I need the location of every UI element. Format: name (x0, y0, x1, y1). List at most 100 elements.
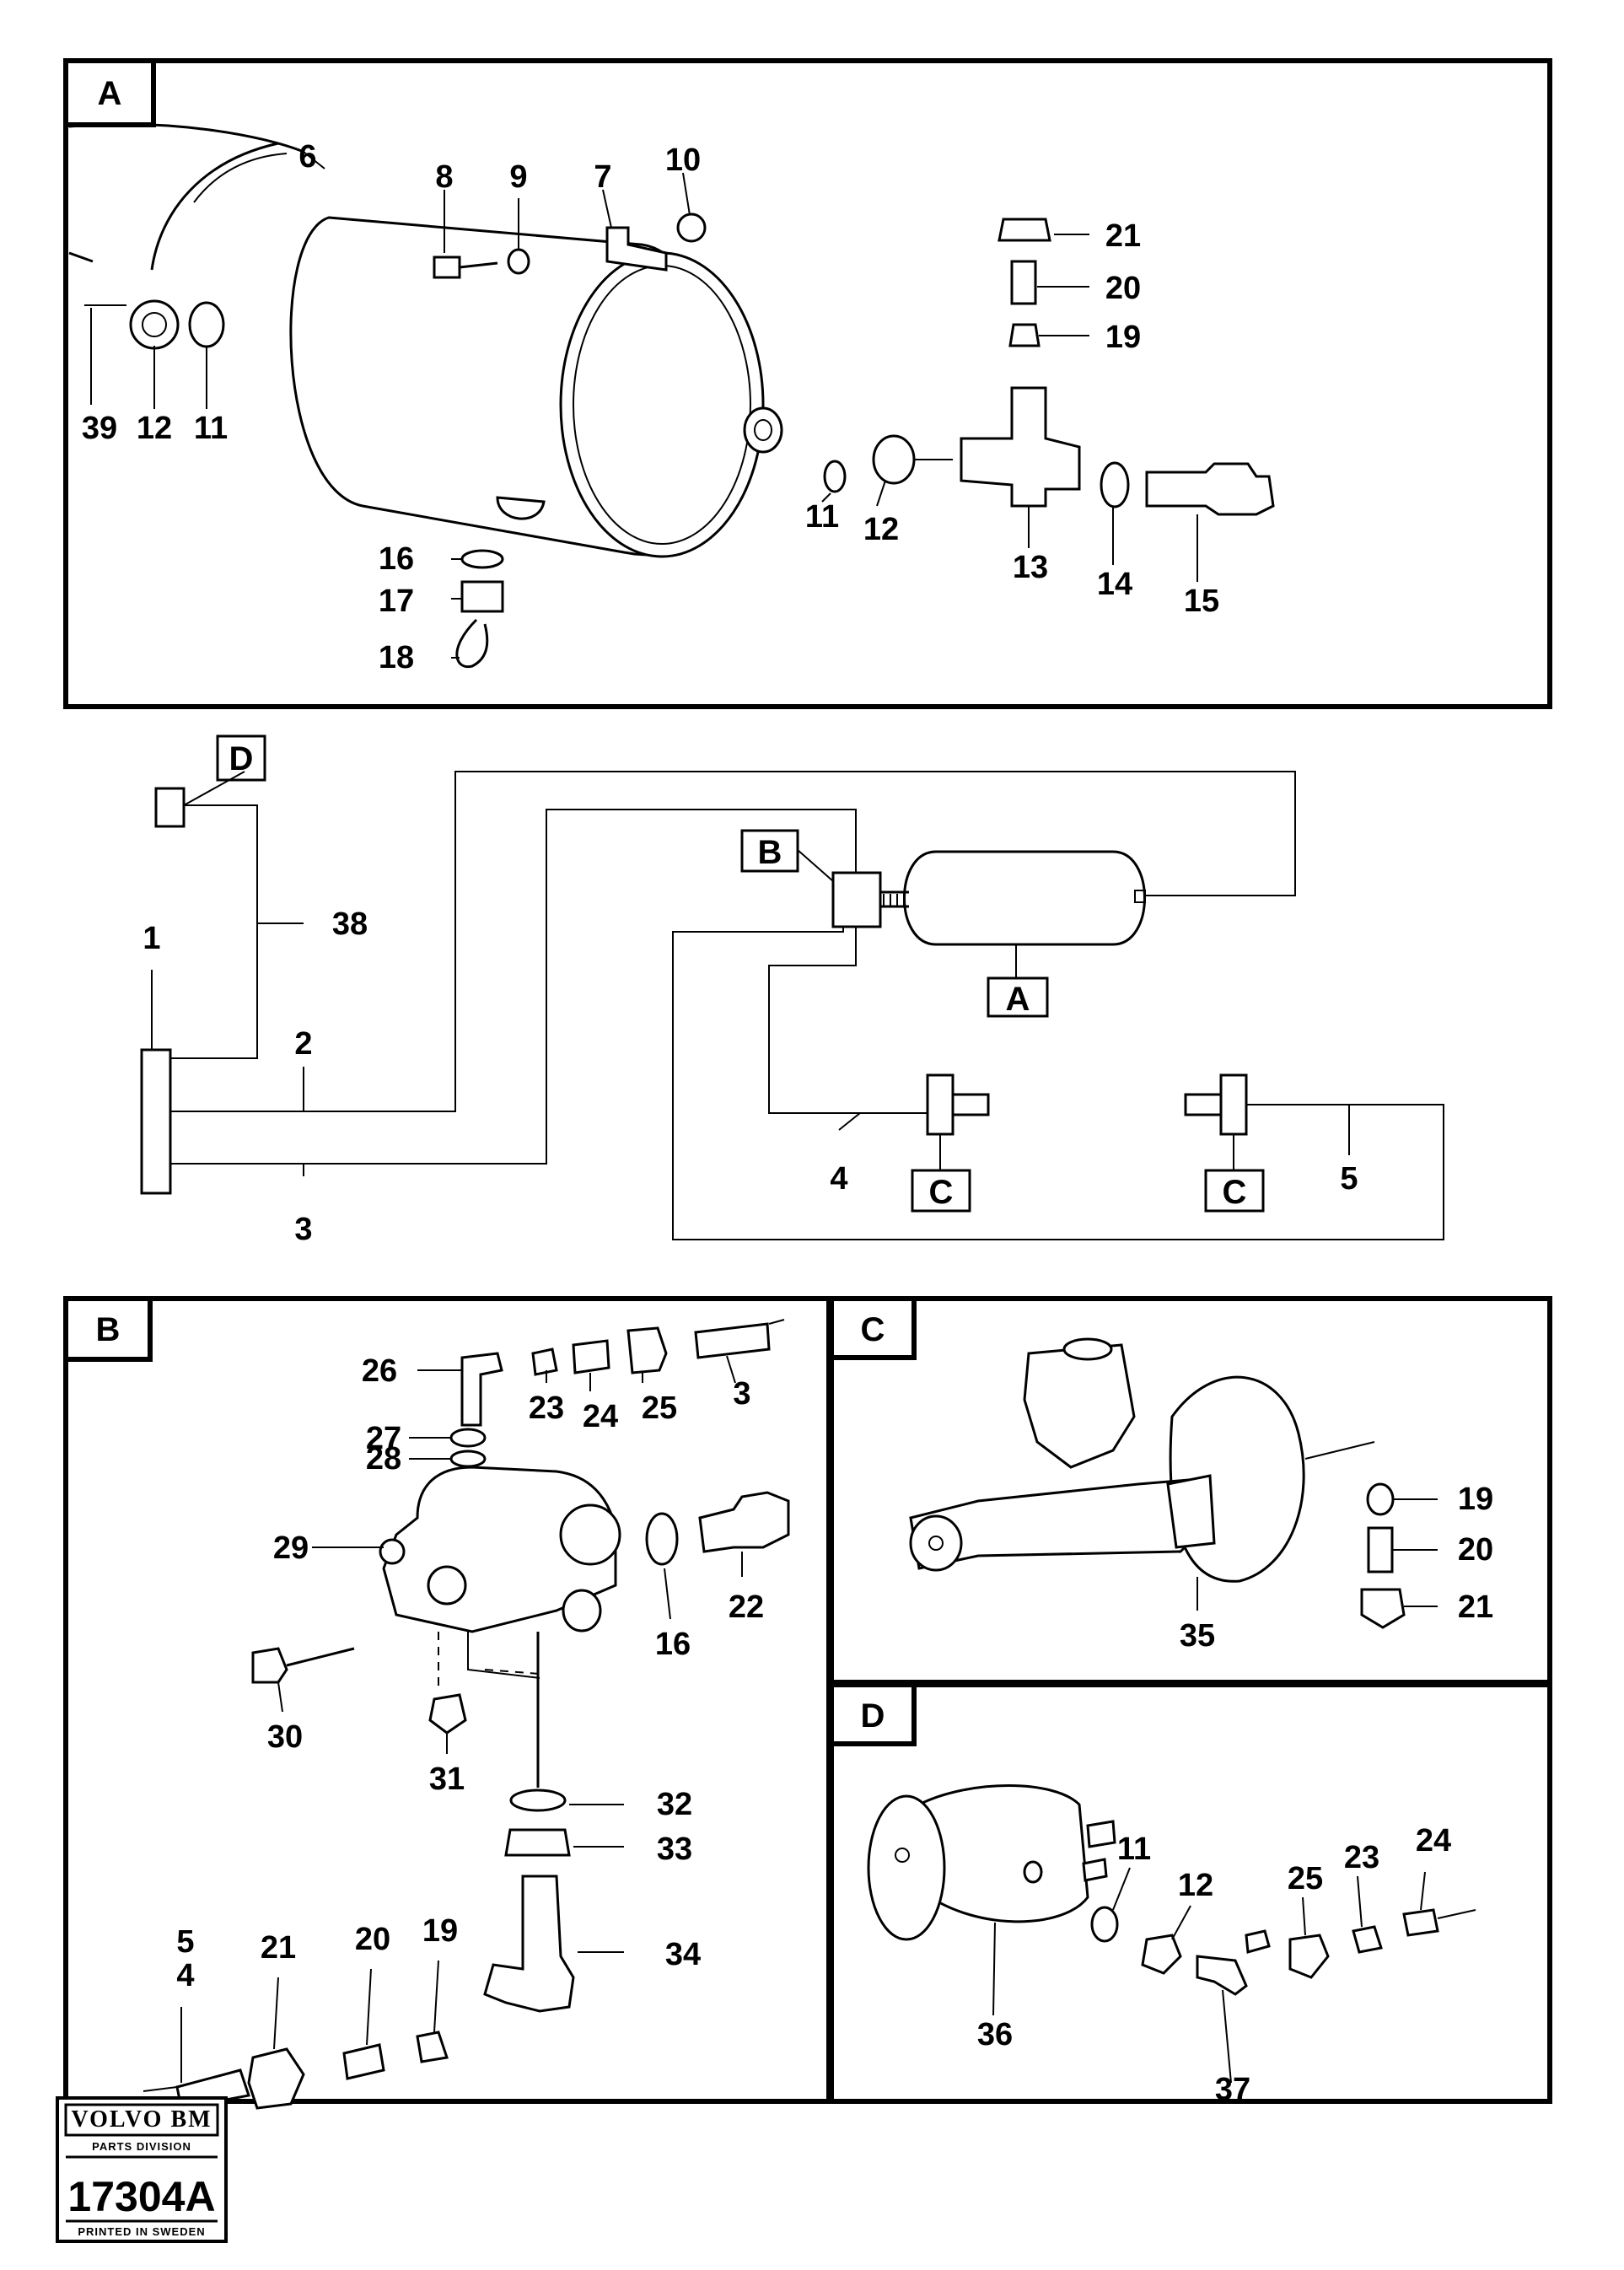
stop-light-switch-symbol (154, 787, 186, 828)
d-label-36: 36 (977, 2017, 1013, 2052)
b-label-24: 24 (583, 1399, 618, 1434)
washer-16-a (460, 549, 504, 569)
nut-21-a (998, 218, 1051, 242)
section-b-panel: B (63, 1296, 831, 2110)
b-label-26: 26 (362, 1353, 397, 1389)
washer-16-b (645, 1512, 679, 1566)
schematic-tag-d-text: D (229, 740, 254, 777)
label-14: 14 (1097, 567, 1132, 602)
valve-15 (1145, 462, 1275, 516)
heat-shield-top (68, 122, 304, 153)
washer-9 (507, 248, 530, 275)
c-label-35: 35 (1180, 1618, 1215, 1654)
section-d-letter: D (861, 1697, 885, 1735)
nut-12-d (1141, 1934, 1182, 1975)
nut-31 (428, 1693, 467, 1735)
pipe-3-b (694, 1322, 771, 1359)
sleeve-24-b (572, 1339, 610, 1374)
washer-11-left (188, 301, 225, 348)
label-7: 7 (594, 159, 611, 195)
schematic-label-3: 3 (294, 1212, 312, 1247)
nut-17 (460, 580, 504, 613)
schematic-label-1: 1 (143, 921, 160, 956)
nut-21-b (247, 2047, 305, 2110)
section-c-panel: C 19 20 21 35 (829, 1296, 1552, 1685)
b-label-3: 3 (733, 1376, 750, 1412)
master-cylinder-35 (909, 1337, 1305, 1583)
tee-13 (960, 386, 1081, 508)
sleeve-20-a (1010, 260, 1037, 305)
section-d-frame (829, 1682, 1552, 2104)
ferrule-23-d (1352, 1925, 1383, 1954)
washer-14 (1100, 461, 1130, 508)
schematic-tag-d (216, 734, 266, 782)
section-d-tag (829, 1682, 917, 1746)
c-label-20: 20 (1458, 1532, 1493, 1568)
d-label-23: 23 (1344, 1840, 1379, 1875)
section-c-letter: C (861, 1311, 885, 1348)
schematic-tag-c1-text: C (929, 1174, 954, 1211)
label-12-a: 12 (137, 411, 172, 446)
b-label-32: 32 (657, 1787, 692, 1822)
b-label-4: 4 (176, 1958, 194, 1993)
sleeve-20-c (1367, 1526, 1394, 1573)
section-c-tag (829, 1296, 917, 1360)
screw-8 (433, 256, 461, 279)
washer-32 (509, 1789, 567, 1812)
schematic-tag-c2 (1204, 1169, 1265, 1213)
label-9: 9 (509, 159, 527, 195)
label-15: 15 (1184, 584, 1219, 619)
nut-10 (676, 212, 707, 243)
nut-25-d (1288, 1934, 1330, 1979)
d-label-25: 25 (1288, 1861, 1323, 1896)
bracket (605, 226, 668, 272)
label-18: 18 (379, 640, 414, 675)
b-label-23: 23 (529, 1391, 564, 1426)
label-11-a: 11 (194, 411, 228, 446)
label-39: 39 (82, 411, 117, 446)
logo-printed: PRINTED IN SWEDEN (78, 2225, 205, 2238)
b-label-22: 22 (729, 1590, 764, 1625)
b-label-28: 28 (366, 1441, 401, 1477)
ferrule-19-b (416, 2031, 449, 2063)
b-label-34: 34 (665, 1937, 701, 1972)
nut-25-b (626, 1326, 668, 1374)
section-a-letter: A (98, 75, 122, 112)
label-20-a: 20 (1105, 271, 1141, 306)
screw-30 (251, 1647, 288, 1684)
washer-11-d (1090, 1906, 1119, 1943)
b-label-27: 27 (366, 1421, 401, 1456)
label-8: 8 (435, 159, 453, 195)
elbow-26 (460, 1352, 503, 1427)
label-16-a: 16 (379, 541, 414, 577)
d-label-12: 12 (1178, 1868, 1213, 1903)
section-d-panel: D 11 12 25 23 24 36 37 (829, 1682, 1552, 2107)
schematic-label-2: 2 (294, 1026, 312, 1062)
washer-28 (449, 1450, 487, 1468)
stop-light-switch-36 (867, 1784, 1116, 1941)
c-label-19: 19 (1458, 1482, 1493, 1517)
schematic-brake-cyl-left (926, 1073, 955, 1136)
b-label-29: 29 (273, 1530, 309, 1566)
brake-pedal-valve-1 (140, 1048, 172, 1195)
schematic-diagram: D A B C C (140, 734, 1444, 1247)
schematic-tag-a-text: A (1006, 981, 1030, 1018)
section-b-tag (63, 1296, 153, 1362)
section-a-panel: A (63, 58, 1552, 709)
schematic-brake-cyl-right (1219, 1073, 1248, 1136)
c-label-21: 21 (1458, 1590, 1493, 1625)
d-label-11: 11 (1117, 1832, 1151, 1867)
b-label-21: 21 (261, 1930, 296, 1966)
ferrule-19-c (1366, 1482, 1395, 1516)
drain-boss (496, 496, 546, 520)
schematic-tag-c2-text: C (1223, 1174, 1247, 1211)
b-label-33: 33 (657, 1832, 692, 1867)
b-label-25: 25 (642, 1391, 677, 1426)
b-label-5: 5 (176, 1924, 194, 1960)
schematic-tag-c1 (911, 1169, 971, 1213)
heat-shield-edge (150, 142, 279, 271)
d-label-37: 37 (1215, 2072, 1250, 2107)
label-13: 13 (1013, 550, 1048, 585)
schematic-tag-b-text: B (758, 834, 782, 871)
b-label-19: 19 (422, 1913, 458, 1949)
